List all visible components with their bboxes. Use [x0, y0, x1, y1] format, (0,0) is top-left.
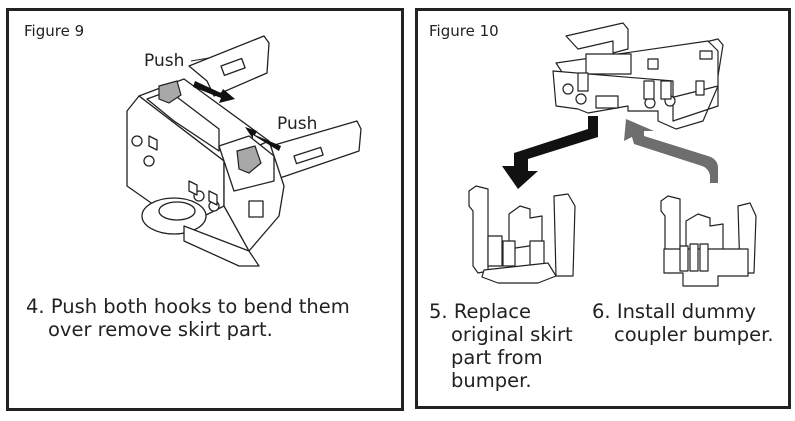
step-4-number: 4.	[26, 295, 45, 318]
push-leader-line	[191, 58, 209, 61]
lower-arm-slot	[294, 147, 323, 163]
step-6: 6. Install dummy coupler bumper.	[592, 300, 774, 346]
push-arrow-down-icon	[193, 81, 235, 103]
step-6-line-2: coupler bumper.	[614, 323, 774, 346]
gear-detail	[209, 191, 217, 205]
dummy-coupler-bumper	[661, 196, 756, 286]
step-4-line-2: over remove skirt part.	[48, 318, 273, 341]
push-arrow-up-icon	[245, 127, 281, 151]
remove-arrow-icon	[502, 116, 598, 189]
figure-10-label: Figure 10	[429, 22, 499, 40]
lower-hook	[237, 146, 261, 173]
step-6-line-1: Install dummy	[616, 300, 756, 323]
step-5-line-2: original skirt	[451, 323, 573, 346]
base-disc-inner	[159, 202, 195, 220]
step-4: 4. Push both hooks to bend them over rem…	[26, 295, 350, 341]
step-5-line-1: Replace	[453, 300, 531, 323]
coupler-assembly	[553, 23, 723, 129]
gear-detail	[149, 136, 157, 150]
detail-screw	[143, 155, 155, 167]
push-callout-lower: Push	[277, 114, 318, 134]
side-window	[249, 201, 263, 217]
step-4-line-1: Push both hooks to bend them	[50, 295, 350, 318]
step-5-line-4: bumper.	[451, 369, 532, 392]
step-5-line-3: part from	[451, 346, 543, 369]
upper-hook	[159, 81, 181, 103]
step-6-number: 6.	[592, 300, 611, 323]
gear-detail	[189, 181, 197, 195]
upper-arm-slot	[221, 58, 245, 75]
install-arrow-icon	[624, 119, 718, 183]
step-5-number: 5.	[429, 300, 448, 323]
original-skirt-part	[469, 186, 575, 283]
figure-10-panel: Figure 10	[415, 8, 791, 409]
body-bottom	[184, 226, 259, 266]
push-callout-upper: Push	[144, 51, 185, 71]
step-5: 5. Replace original skirt part from bump…	[429, 300, 573, 392]
figure-9-illustration	[9, 11, 401, 271]
detail-screw	[131, 135, 143, 147]
figure-9-panel: Figure 9	[6, 8, 404, 411]
figure-10-illustration	[418, 11, 788, 291]
figure-9-label: Figure 9	[24, 22, 85, 40]
